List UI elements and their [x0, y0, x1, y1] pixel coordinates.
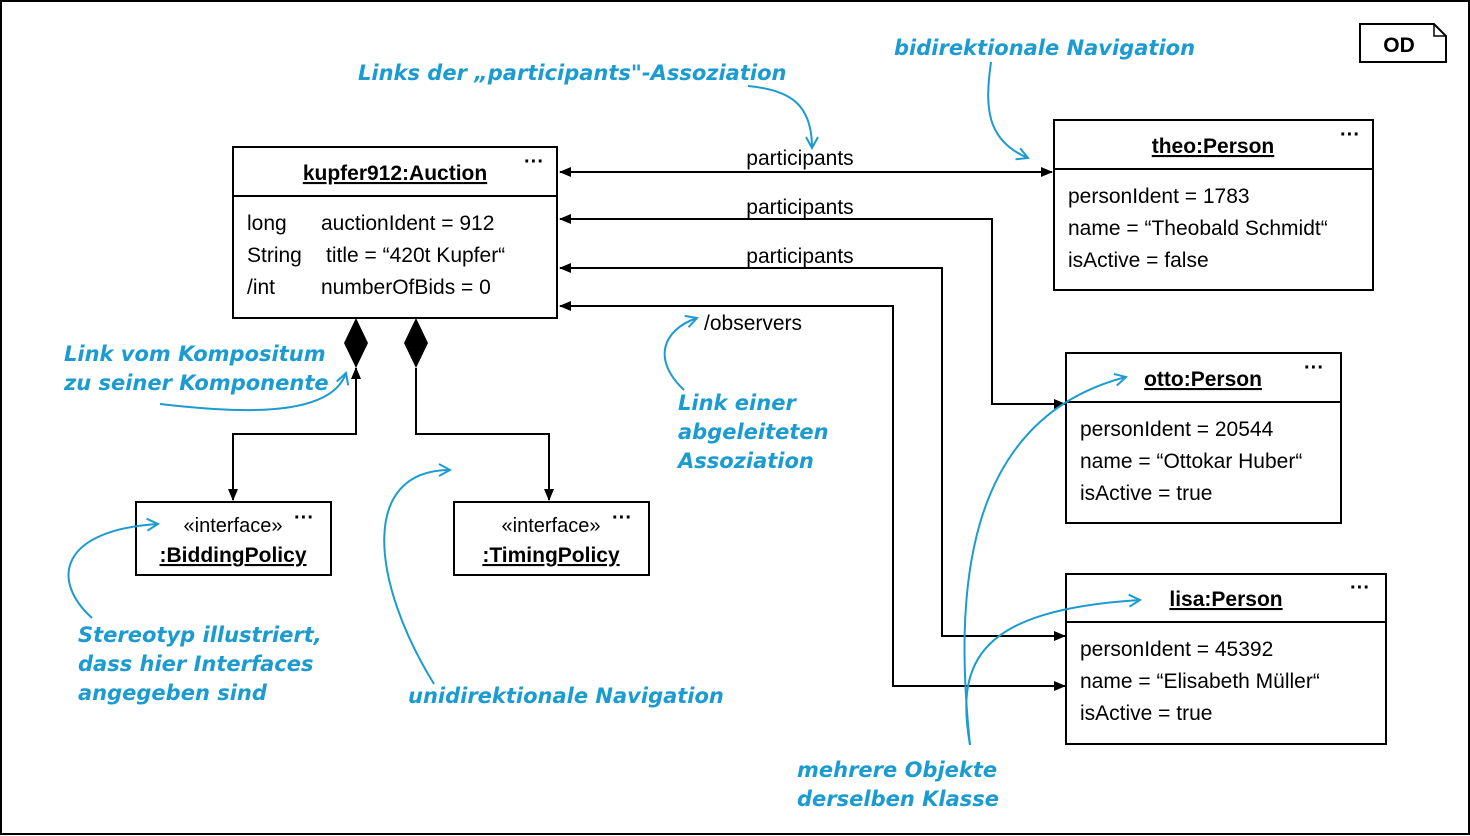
- attr-value: numberOfBids = 0: [321, 276, 491, 299]
- annotation-arrow-bidirectional: [987, 61, 1028, 158]
- object-title: :TimingPolicy: [482, 544, 620, 567]
- attr-type: long: [247, 212, 287, 235]
- composition-link-timing: [404, 318, 554, 501]
- more-dots-icon: ···: [294, 507, 314, 529]
- annotation-arrow-derived: [663, 318, 697, 391]
- composition-link-bidding: [228, 318, 368, 501]
- annotation-composite-line1: Link vom Kompositum: [64, 342, 326, 366]
- object-title: theo:Person: [1152, 135, 1275, 158]
- attr-value: personIdent = 20544: [1080, 418, 1274, 441]
- object-otto[interactable]: otto:Person ··· personIdent = 20544 name…: [1065, 352, 1342, 524]
- annotation-multiple-line1: mehrere Objekte: [797, 758, 997, 782]
- more-dots-icon: ···: [1304, 357, 1324, 379]
- attr-value: title = “420t Kupfer“: [326, 244, 505, 267]
- diagram-type-tag: OD: [1359, 23, 1447, 63]
- attr-value: name = “Elisabeth Müller“: [1080, 670, 1320, 693]
- annotation-arrow-unidirectional: [383, 470, 450, 685]
- annotation-composite-line2: zu seiner Komponente: [63, 371, 329, 395]
- object-auction[interactable]: kupfer912:Auction ··· long auctionIdent …: [232, 146, 558, 319]
- object-title: kupfer912:Auction: [303, 162, 487, 185]
- more-dots-icon: ···: [1350, 577, 1370, 599]
- attr-value: isActive = true: [1080, 702, 1212, 725]
- attr-value: auctionIdent = 912: [321, 212, 494, 235]
- more-dots-icon: ···: [612, 507, 632, 529]
- annotation-derived-line1: Link einer: [678, 391, 797, 415]
- annotation-arrow-multiple-lisa: [965, 600, 1140, 746]
- stereotype-label: «interface»: [502, 515, 601, 537]
- link-label-participants-2: participants: [746, 196, 853, 219]
- annotation-stereotype-line1: Stereotyp illustriert,: [78, 623, 322, 647]
- object-bidding-policy[interactable]: «interface» ··· :BiddingPolicy: [135, 501, 332, 576]
- attr-type: String: [247, 244, 302, 267]
- attr-value: name = “Theobald Schmidt“: [1068, 217, 1328, 240]
- attr-value: personIdent = 1783: [1068, 185, 1250, 208]
- annotation-stereotype-line3: angegeben sind: [78, 681, 268, 705]
- annotation-unidirectional: unidirektionale Navigation: [408, 684, 724, 708]
- annotation-derived-line2: abgeleiteten: [678, 420, 829, 444]
- annotation-links-assoc: Links der „participants"-Assoziation: [358, 61, 786, 85]
- attr-value: isActive = false: [1068, 249, 1209, 272]
- link-label-observers: /observers: [704, 312, 802, 335]
- annotation-arrow-multiple-otto: [963, 377, 1126, 746]
- annotation-bidirectional: bidirektionale Navigation: [894, 36, 1195, 60]
- object-lisa[interactable]: lisa:Person ··· personIdent = 45392 name…: [1065, 573, 1387, 745]
- link-label-participants-3: participants: [746, 245, 853, 268]
- more-dots-icon: ···: [1340, 124, 1360, 146]
- annotation-stereotype-line2: dass hier Interfaces: [78, 652, 313, 676]
- annotation-multiple-line2: derselben Klasse: [797, 787, 999, 811]
- object-title: lisa:Person: [1169, 588, 1282, 611]
- annotation-derived-line3: Assoziation: [676, 449, 814, 473]
- more-dots-icon: ···: [524, 151, 544, 173]
- annotation-arrow-stereotype: [67, 524, 158, 619]
- object-title: otto:Person: [1144, 368, 1262, 391]
- object-title: :BiddingPolicy: [160, 544, 307, 567]
- attr-value: isActive = true: [1080, 482, 1212, 505]
- diagram-type-label: OD: [1383, 34, 1415, 57]
- attr-value: personIdent = 45392: [1080, 638, 1273, 661]
- object-theo[interactable]: theo:Person ··· personIdent = 1783 name …: [1053, 119, 1374, 291]
- annotation-arrow-composite: [159, 373, 346, 412]
- object-timing-policy[interactable]: «interface» ··· :TimingPolicy: [453, 501, 650, 576]
- stereotype-label: «interface»: [184, 515, 283, 537]
- attr-type: /int: [247, 276, 275, 299]
- annotation-arrow-links-assoc: [747, 85, 812, 148]
- attr-value: name = “Ottokar Huber“: [1080, 450, 1302, 473]
- link-label-participants-1: participants: [746, 147, 853, 170]
- link-observers-lisa: [559, 301, 1066, 691]
